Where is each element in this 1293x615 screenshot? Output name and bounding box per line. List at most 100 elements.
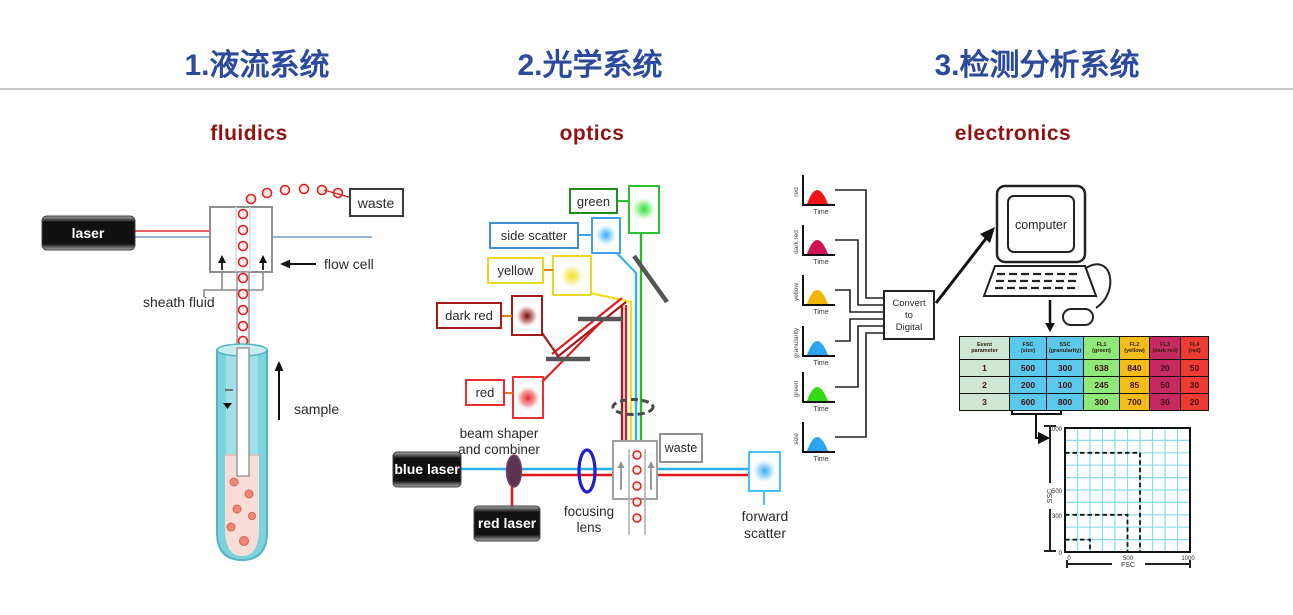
red-laser-label: red laser [478, 515, 537, 531]
col-fsc: FSC(size) [1009, 336, 1047, 360]
ytick-1000: 1000 [1049, 427, 1063, 433]
arrow-to-table [1045, 300, 1055, 332]
svg-text:red: red [793, 187, 800, 197]
cell: 30 [1149, 393, 1181, 411]
optics-flow-cell [612, 440, 658, 535]
waste-box [349, 188, 404, 217]
blue-laser-box [392, 451, 462, 488]
cell: 20 [1149, 359, 1181, 377]
waste-label: waste [357, 195, 395, 211]
cell: 30 [1180, 376, 1209, 394]
green-label-box [569, 188, 618, 214]
cell: 85 [1119, 376, 1150, 394]
gating-plot [1064, 427, 1191, 553]
red-label-box [465, 379, 505, 406]
laser-box [41, 215, 136, 251]
focusing-lens-label-2: lens [577, 520, 602, 535]
cell: 100 [1046, 376, 1084, 394]
table-row-event3: 3 600 800 300 700 30 20 [959, 393, 1209, 411]
cell: 638 [1083, 359, 1120, 377]
computer-label: computer [1015, 218, 1067, 232]
stream-to-waste [323, 189, 353, 199]
xtick-0: 0 [1067, 556, 1071, 562]
divider-line [0, 88, 1293, 90]
beam-shaper-label-2: and combiner [458, 442, 540, 457]
title-optics: optics [559, 122, 625, 145]
signal-plot-red: red Time [793, 175, 835, 216]
sample-label: sample [294, 401, 339, 417]
yellow-label-box [487, 257, 544, 284]
red-label: red [476, 385, 495, 400]
col-fl4: FL4(red) [1180, 336, 1209, 360]
computer [982, 184, 1112, 326]
fluidics-diagram: laser sheath fluid [41, 183, 404, 562]
green-detector [628, 185, 660, 234]
table-row-event1: 1 500 300 638 840 20 50 [959, 359, 1209, 377]
svg-text:size: size [793, 433, 800, 445]
svg-text:Time: Time [813, 209, 828, 216]
forward-scatter-label-2: scatter [744, 525, 786, 541]
sample-tube [216, 343, 268, 562]
fsc-axis-line [1066, 560, 1191, 568]
cell: 50 [1149, 376, 1181, 394]
cell: 200 [1009, 376, 1047, 394]
ssc-axis-line [1044, 425, 1056, 552]
laser-label: laser [72, 225, 105, 241]
gates [1065, 451, 1141, 552]
flow-cell-pointer [280, 259, 316, 269]
table-row-event2: 2 200 100 245 85 50 30 [959, 376, 1209, 394]
convert-line3: Digital [896, 322, 922, 333]
ytick-500: 500 [1052, 489, 1063, 495]
convert-box [883, 290, 935, 340]
dark-red-label: dark red [445, 308, 493, 323]
signal-plot-green: green Time [793, 372, 835, 413]
header-detection-system: 3.检测分析系统 [934, 49, 1140, 82]
forward-scatter-detector [748, 451, 781, 505]
cell: 300 [1083, 393, 1120, 411]
plot-x-label: FSC [1121, 562, 1135, 569]
svg-text:Time: Time [813, 309, 828, 316]
signal-plot-dark-red: dark red Time [793, 225, 835, 266]
focusing-lens-label-1: focusing [564, 504, 614, 519]
svg-text:granularity: granularity [793, 327, 800, 358]
xtick-500: 500 [1123, 556, 1134, 562]
side-scatter-label: side scatter [501, 228, 568, 243]
side-scatter-detector [591, 217, 621, 254]
sheath-fluid-label: sheath fluid [143, 294, 215, 310]
cell: 50 [1180, 359, 1209, 377]
signal-plot-yellow: yellow Time [793, 275, 835, 316]
collection-lens [611, 398, 655, 416]
red-laser-box [473, 505, 541, 542]
red-detector [512, 376, 544, 419]
beam-shaper [505, 454, 523, 488]
cell: 700 [1119, 393, 1150, 411]
cell: 1 [959, 359, 1010, 377]
title-fluidics: fluidics [210, 122, 288, 145]
focusing-lens [577, 448, 597, 494]
arrow-to-computer [934, 227, 995, 304]
dark-red-detector [511, 295, 543, 336]
yellow-detector [552, 255, 592, 296]
ytick-0: 0 [1059, 551, 1063, 557]
side-scatter-label-box [489, 222, 579, 249]
cell: 245 [1083, 376, 1120, 394]
svg-text:dark red: dark red [793, 230, 800, 254]
dark-red-label-box [436, 302, 502, 329]
header-optics-system: 2.光学系统 [517, 49, 663, 82]
optics-waste-label: waste [664, 441, 698, 455]
xtick-1000: 1000 [1181, 556, 1195, 562]
convert-line2: to [905, 310, 913, 321]
green-label: green [577, 194, 610, 209]
table-to-plot-connector [1011, 409, 1062, 445]
forward-scatter-label-1: forward [742, 508, 789, 524]
cell: 300 [1046, 359, 1084, 377]
title-electronics: electronics [954, 122, 1072, 145]
cell: 20 [1180, 393, 1209, 411]
svg-text:Time: Time [813, 456, 828, 463]
cell: 600 [1009, 393, 1047, 411]
cell: 500 [1009, 359, 1047, 377]
